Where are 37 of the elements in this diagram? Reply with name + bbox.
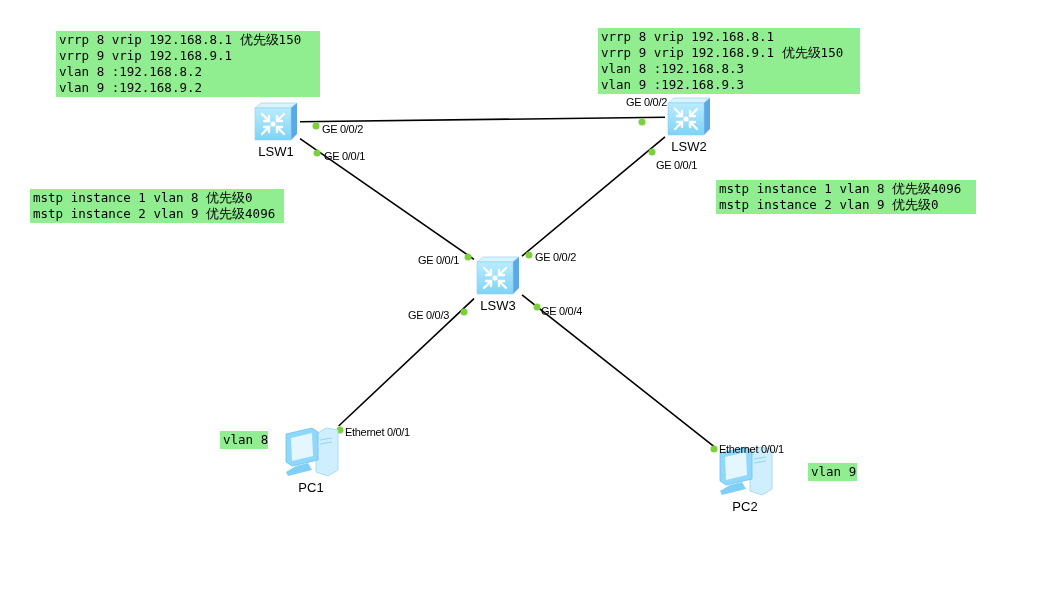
device-label: LSW1 <box>258 144 294 159</box>
port-label: Ethernet 0/0/1 <box>345 426 410 438</box>
config-text: vlan 8 :192.168.8.3 <box>601 61 745 77</box>
device-label: LSW3 <box>480 298 516 313</box>
link-line <box>337 297 475 427</box>
link-line <box>299 137 475 261</box>
port-label: GE 0/0/1 <box>324 150 365 162</box>
config-text: vlan 9 :192.168.9.2 <box>59 80 203 96</box>
port-label: Ethernet 0/0/1 <box>719 443 784 455</box>
config-text: vrrp 8 vrip 192.168.8.1 <box>601 29 776 45</box>
note-box <box>56 31 320 97</box>
config-text: vlan 8 :192.168.8.2 <box>59 64 203 80</box>
port-label: GE 0/0/2 <box>535 251 576 263</box>
config-text: mstp instance 2 vlan 9 优先级4096 <box>33 206 277 222</box>
device-label: LSW2 <box>671 139 707 154</box>
link-line <box>521 294 717 449</box>
note-box <box>30 189 284 223</box>
port-label: GE 0/0/2 <box>626 96 667 108</box>
port-label: GE 0/0/1 <box>418 254 459 266</box>
config-text: vlan 9 :192.168.9.3 <box>601 77 745 93</box>
config-text: vrrp 9 vrip 192.168.9.1 优先级150 <box>601 45 845 61</box>
port-label: GE 0/0/3 <box>408 309 449 321</box>
config-text: mstp instance 1 vlan 8 优先级0 <box>33 190 254 206</box>
port-label: GE 0/0/2 <box>322 123 363 135</box>
config-text: mstp instance 2 vlan 9 优先级0 <box>719 197 940 213</box>
note-box <box>716 180 976 214</box>
config-text: vrrp 9 vrip 192.168.9.1 <box>59 48 234 64</box>
link-line <box>521 136 666 257</box>
port-label: GE 0/0/4 <box>541 305 582 317</box>
config-text: vrrp 8 vrip 192.168.8.1 优先级150 <box>59 32 303 48</box>
link-line <box>299 116 666 123</box>
note-box <box>598 28 860 94</box>
port-label: GE 0/0/1 <box>656 159 697 171</box>
config-text: mstp instance 1 vlan 8 优先级4096 <box>719 181 963 197</box>
device-label: PC1 <box>298 480 324 495</box>
device-label: PC2 <box>732 499 758 514</box>
config-text: vlan 9 <box>811 464 854 480</box>
